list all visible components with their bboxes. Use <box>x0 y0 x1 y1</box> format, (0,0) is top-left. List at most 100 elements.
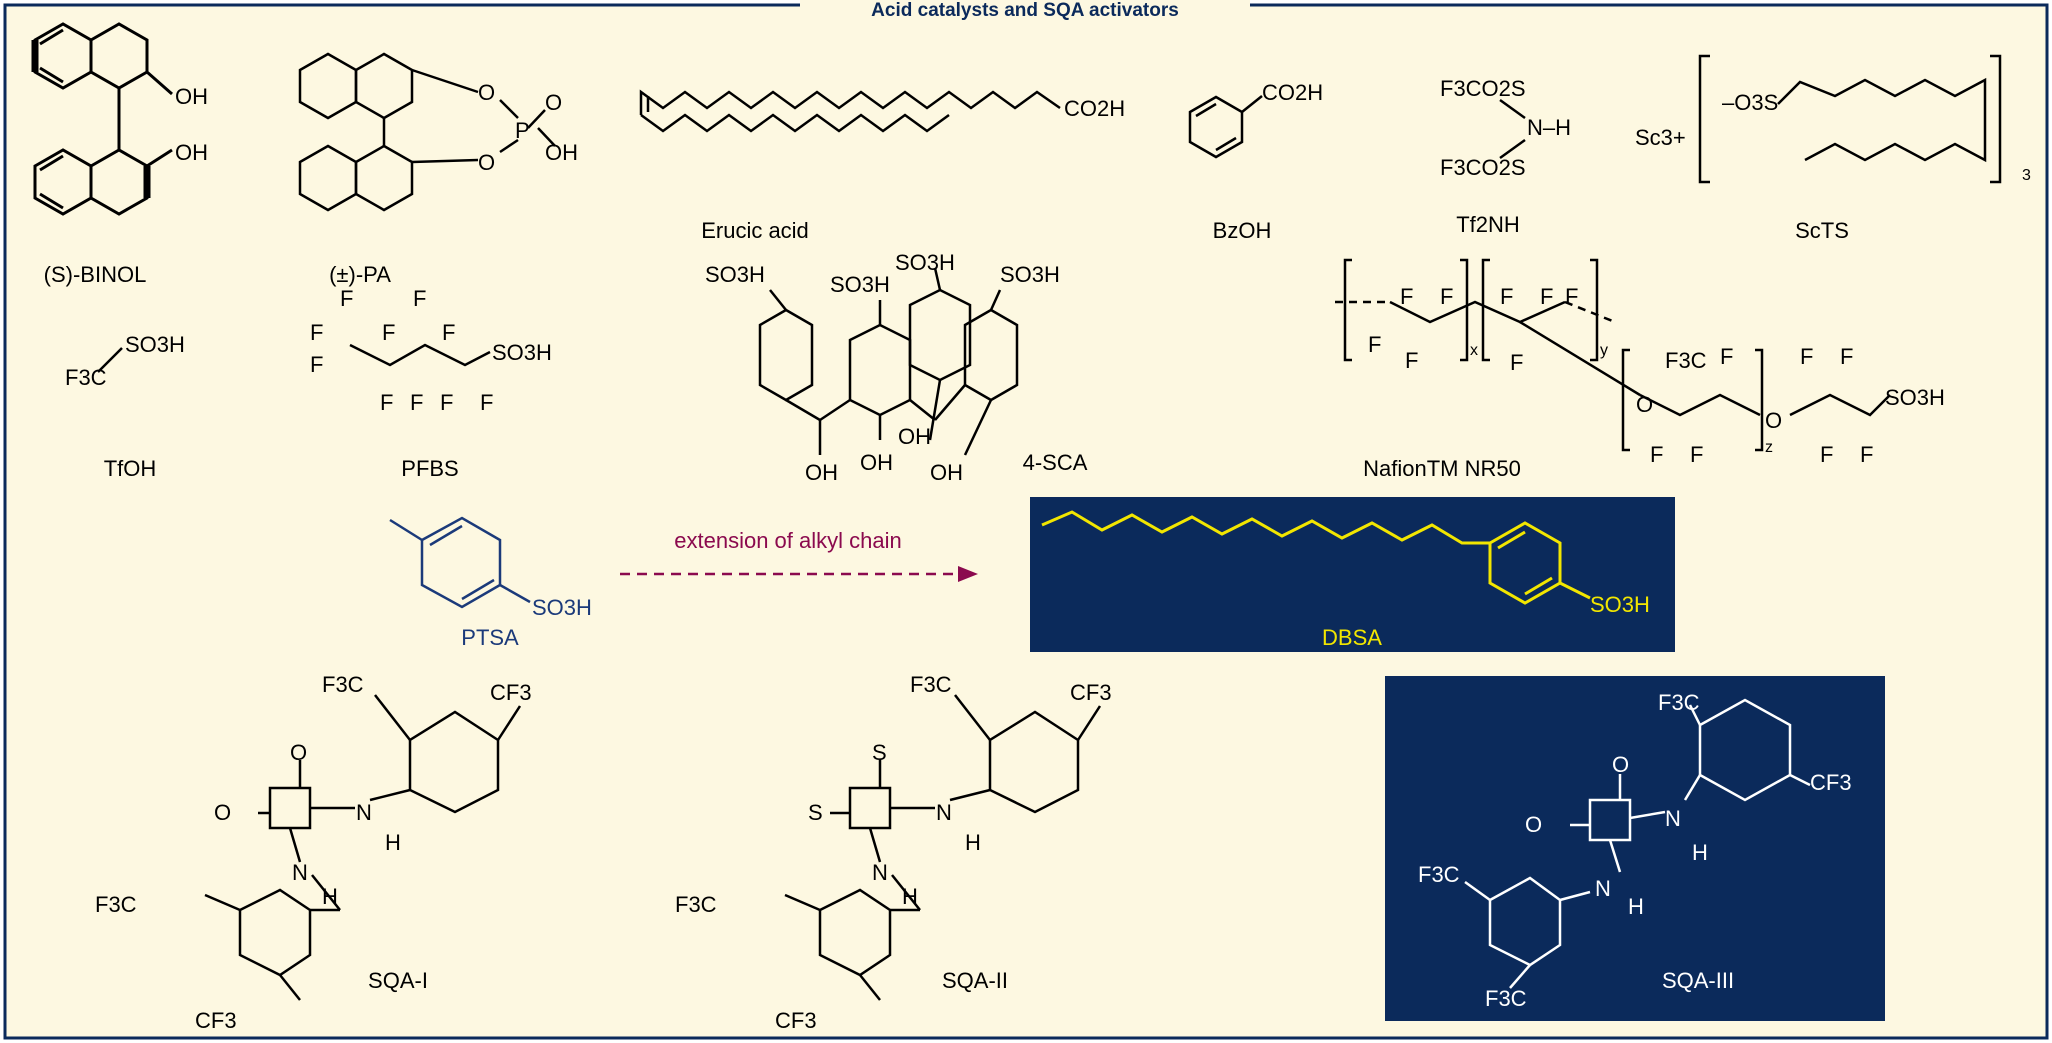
nafion-cf3: F3C <box>1665 348 1707 373</box>
sqa3-structure <box>1464 698 1811 989</box>
nafion-x: x <box>1470 342 1478 359</box>
pfbs-f: F <box>440 390 453 415</box>
pa-p: P <box>515 118 530 143</box>
erucic-structure <box>639 89 1061 133</box>
sqa1-o-2: O <box>214 800 231 825</box>
sca-oh-4: OH <box>930 460 963 485</box>
nafion-f: F <box>1368 332 1381 357</box>
erucic-co2h: CO2H <box>1064 96 1125 121</box>
nafion-f: F <box>1840 344 1853 369</box>
sqa1-n-1: N <box>356 800 372 825</box>
nafion-f: F <box>1565 284 1578 309</box>
nafion-so3h: SO3H <box>1885 385 1945 410</box>
sqa2-s-2: S <box>808 800 823 825</box>
scts-so3: –O3S <box>1722 90 1778 115</box>
sca-structure <box>758 267 1019 456</box>
tfoh-label: TfOH <box>104 456 157 481</box>
sqa3-f3c-3: F3C <box>1485 986 1527 1011</box>
pa-o-3: O <box>545 90 562 115</box>
pa-structure <box>298 52 556 212</box>
sca-so3h-2: SO3H <box>830 272 890 297</box>
extension-arrow-head <box>958 566 978 582</box>
scts-structure <box>1698 54 2002 184</box>
tf2nh-label: Tf2NH <box>1456 212 1520 237</box>
binol-label: (S)-BINOL <box>44 262 147 287</box>
nafion-f: F <box>1510 350 1523 375</box>
sqa3-o-2: O <box>1525 812 1542 837</box>
sqa2-n-2: N <box>872 860 888 885</box>
sqa3-h-2: H <box>1628 894 1644 919</box>
nafion-f: F <box>1690 442 1703 467</box>
sqa3-panel <box>1385 676 1885 1021</box>
pfbs-f: F <box>413 286 426 311</box>
binol-oh-1: OH <box>175 84 208 109</box>
sqa1-label: SQA-I <box>368 968 428 993</box>
sqa2-s-1: S <box>872 740 887 765</box>
pfbs-f: F <box>410 390 423 415</box>
tf2nh-nh: N–H <box>1527 115 1571 140</box>
sqa3-n-1: N <box>1665 806 1681 831</box>
sca-so3h-1: SO3H <box>705 262 765 287</box>
pfbs-f: F <box>382 320 395 345</box>
bzoh-co2h: CO2H <box>1262 80 1323 105</box>
nafion-f: F <box>1440 284 1453 309</box>
figure-title: Acid catalysts and SQA activators <box>871 0 1179 21</box>
sqa3-h-1: H <box>1692 840 1708 865</box>
sqa1-f3c-1: F3C <box>322 672 364 697</box>
sqa1-n-2: N <box>292 860 308 885</box>
sqa3-cf3-1: CF3 <box>1810 770 1852 795</box>
scts-sc: Sc3+ <box>1635 125 1686 150</box>
pfbs-f: F <box>480 390 493 415</box>
tf2nh-group-2: F3CO2S <box>1440 155 1526 180</box>
pfbs-f: F <box>310 320 323 345</box>
nafion-f: F <box>1860 442 1873 467</box>
tfoh-so3h: SO3H <box>125 332 185 357</box>
bzoh-label: BzOH <box>1213 218 1272 243</box>
sqa3-f3c-1: F3C <box>1658 690 1700 715</box>
ptsa-so3h: SO3H <box>532 595 592 620</box>
nafion-f: F <box>1400 284 1413 309</box>
sqa2-label: SQA-II <box>942 968 1008 993</box>
sqa2-cf3-2: CF3 <box>775 1008 817 1033</box>
pfbs-structure <box>349 343 491 367</box>
nafion-o-1: O <box>1636 392 1653 417</box>
arrow-label: extension of alkyl chain <box>674 528 901 553</box>
nafion-label: NafionTM NR50 <box>1363 456 1521 481</box>
scts-count: 3 <box>2022 167 2031 184</box>
nafion-f: F <box>1800 344 1813 369</box>
bzoh-structure <box>1188 95 1263 159</box>
binol-structure <box>31 22 173 216</box>
binol-oh-2: OH <box>175 140 208 165</box>
sqa1-h-2: H <box>322 884 338 909</box>
sca-so3h-3: SO3H <box>895 250 955 275</box>
sqa1-f3c-2: F3C <box>95 892 137 917</box>
sca-oh-3: OH <box>898 424 931 449</box>
nafion-f: F <box>1820 442 1833 467</box>
pfbs-label: PFBS <box>401 456 458 481</box>
pa-o-2: O <box>478 150 495 175</box>
sqa1-cf3-2: CF3 <box>195 1008 237 1033</box>
nafion-f: F <box>1405 348 1418 373</box>
nafion-o-2: O <box>1765 408 1782 433</box>
tfoh-structure <box>97 347 123 373</box>
dbsa-label: DBSA <box>1322 625 1382 650</box>
sqa1-cf3-1: CF3 <box>490 680 532 705</box>
scts-label: ScTS <box>1795 218 1849 243</box>
tf2nh-group-1: F3CO2S <box>1440 76 1526 101</box>
sqa1-structure <box>204 694 522 1001</box>
dbsa-so3h: SO3H <box>1590 592 1650 617</box>
sqa2-cf3-1: CF3 <box>1070 680 1112 705</box>
pfbs-f: F <box>310 352 323 377</box>
pa-oh: OH <box>545 140 578 165</box>
sqa2-structure <box>784 694 1102 1001</box>
ptsa-structure <box>389 516 531 609</box>
nafion-f: F <box>1540 284 1553 309</box>
sca-so3h-4: SO3H <box>1000 262 1060 287</box>
sqa2-n-1: N <box>936 800 952 825</box>
sqa2-f3c-1: F3C <box>910 672 952 697</box>
pfbs-f: F <box>380 390 393 415</box>
nafion-y: y <box>1600 342 1608 359</box>
erucic-label: Erucic acid <box>701 218 809 243</box>
tf2nh-structure <box>1499 98 1526 160</box>
